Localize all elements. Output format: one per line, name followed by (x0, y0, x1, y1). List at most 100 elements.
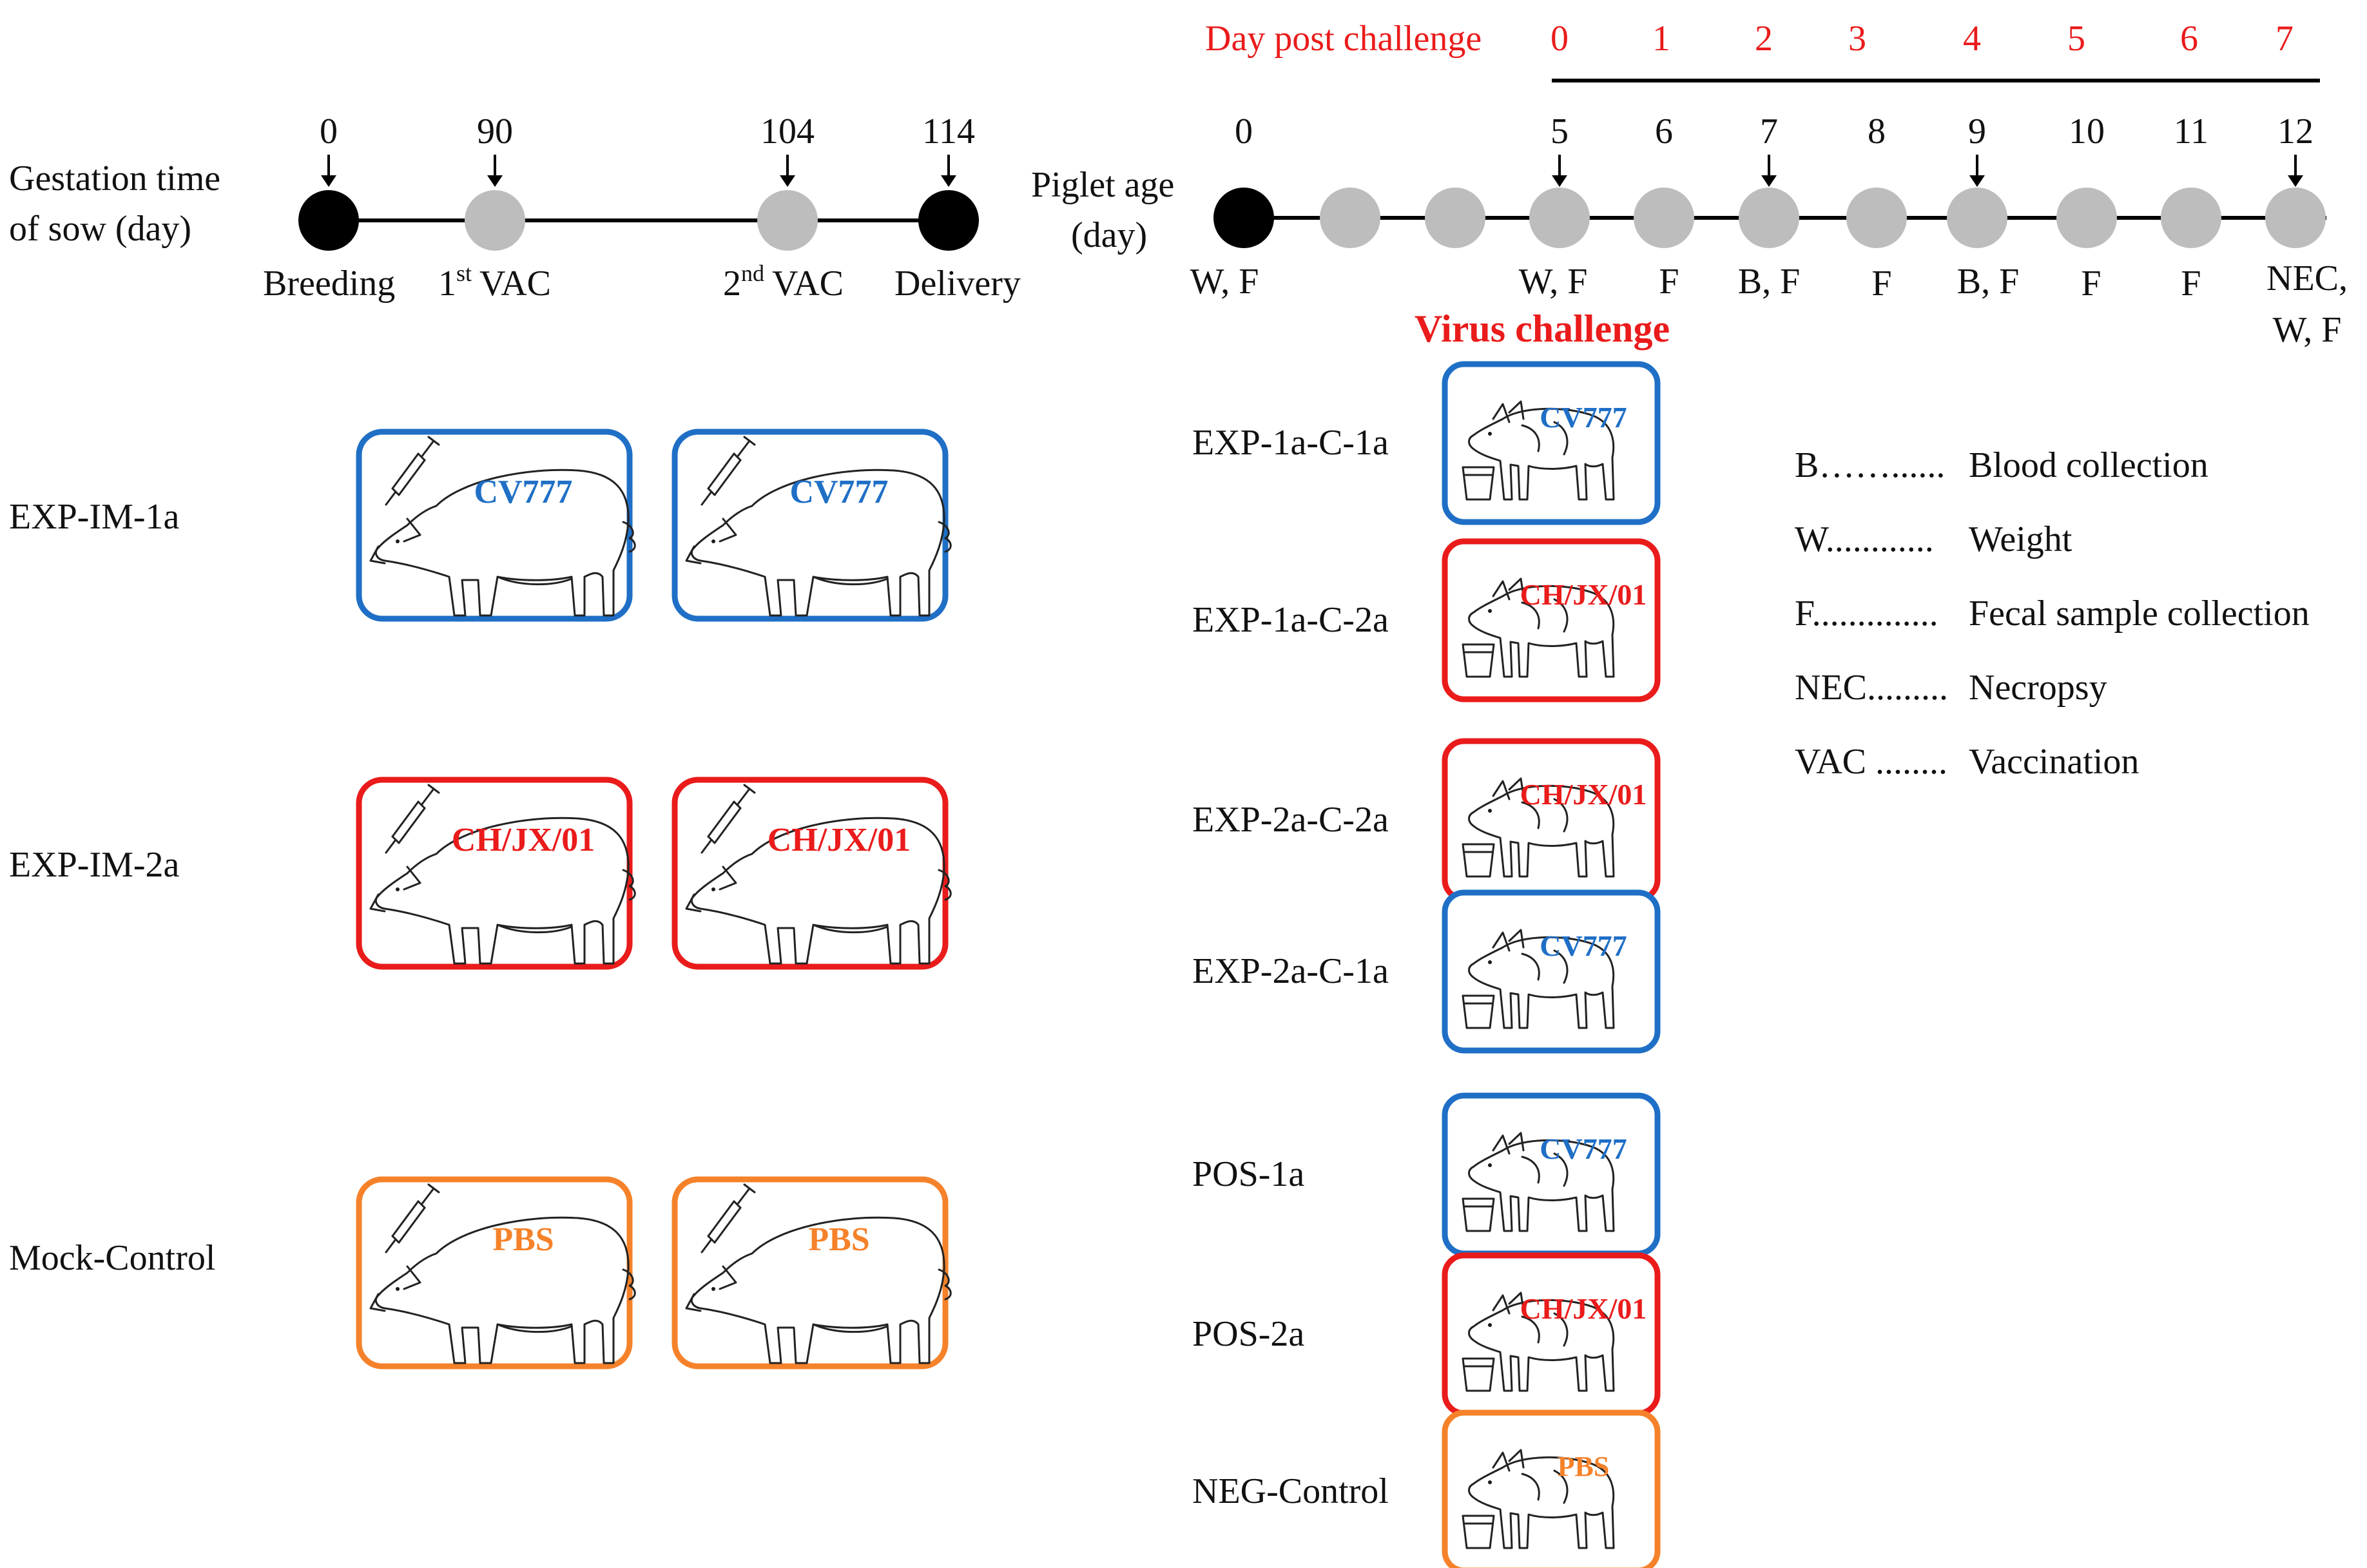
piglet-timeline-label-line1: Piglet age (1031, 165, 1174, 205)
sow-group-card: PBS (671, 1176, 952, 1370)
piglet-sample-label: F (1871, 264, 1891, 304)
piglet-group-card: CH/JX/01 (1442, 738, 1661, 902)
piglet-card-frame (1442, 361, 1661, 525)
piglet-virus-label: PBS (1558, 1451, 1610, 1482)
piglet-virus-label: CH/JX/01 (1520, 1292, 1647, 1325)
dpc-value: 4 (1963, 19, 1981, 59)
piglet-group-name: EXP-2a-C-1a (1192, 951, 1389, 991)
sow-group-card: CV777 (671, 429, 952, 622)
piglet-tick-label: 12 (2277, 111, 2314, 151)
piglet-timeline-node (1320, 188, 1380, 248)
piglet-virus-label: CV777 (1540, 1132, 1627, 1165)
piglet-sample-label: B, F (1957, 262, 2020, 302)
piglet-timeline-node (1634, 188, 1694, 248)
piglet-group-name: EXP-2a-C-2a (1192, 800, 1389, 840)
sow-timeline-node (465, 190, 525, 251)
piglet-group-card: PBS (1442, 1409, 1661, 1568)
sow-tick-arrow (487, 155, 503, 187)
piglet-group-card: CV777 (1442, 889, 1661, 1054)
legend-dots: .............. (1812, 594, 1938, 634)
piglet-sample-label: B, F (1738, 262, 1801, 302)
sow-event-breeding: Breeding (263, 264, 395, 304)
piglet-timeline-node (2056, 188, 2117, 248)
sow-tick-arrow (941, 155, 956, 187)
piglet-tick-arrow (2288, 155, 2303, 187)
sow-group-name: Mock-Control (9, 1238, 215, 1278)
piglet-virus-label: CH/JX/01 (1520, 778, 1647, 811)
piglet-group-name: EXP-1a-C-1a (1192, 423, 1389, 463)
piglet-group-name: EXP-1a-C-2a (1192, 600, 1389, 640)
sow-group-card: CV777 (356, 429, 636, 622)
piglet-group-card: CH/JX/01 (1442, 1252, 1661, 1417)
sow-tick-label: 90 (477, 111, 513, 151)
sow-timeline-label-line1: Gestation time (9, 159, 220, 198)
sow-tick-label: 0 (320, 111, 338, 151)
sow-virus-label: PBS (492, 1221, 554, 1258)
piglet-tick-label: 7 (1760, 111, 1778, 151)
piglet-tick-label: 11 (2174, 111, 2208, 151)
piglet-sample-label: F (2081, 264, 2101, 304)
sow-virus-label: CH/JX/01 (452, 822, 595, 858)
piglet-tick-label: 5 (1551, 111, 1569, 151)
virus-challenge-label: Virus challenge (1415, 307, 1670, 350)
sow-virus-label: CV777 (474, 474, 572, 510)
piglet-tick-label: 0 (1235, 111, 1253, 151)
sow-group-card: CH/JX/01 (356, 777, 636, 970)
legend-dots: ............ (1826, 519, 1934, 559)
sow-timeline-label-line2: of sow (day) (9, 209, 191, 249)
sow-tick-arrow (780, 155, 795, 187)
sow-group-card: PBS (356, 1176, 636, 1370)
dpc-value: 6 (2180, 19, 2198, 59)
piglet-group-card: CV777 (1442, 361, 1661, 525)
sow-virus-label: PBS (808, 1221, 869, 1258)
piglet-tick-arrow (1552, 155, 1567, 187)
legend-description: Fecal sample collection (1969, 594, 2310, 634)
dpc-value: 1 (1652, 19, 1670, 59)
dpc-value: 0 (1551, 19, 1569, 59)
piglet-card-frame (1442, 738, 1661, 902)
sow-timeline-node (757, 190, 818, 251)
legend-description: Necropsy (1969, 668, 2107, 708)
legend-description: Weight (1969, 519, 2072, 559)
sow-virus-label: CH/JX/01 (768, 822, 911, 858)
sow-tick-label: 104 (760, 111, 815, 151)
piglet-group-name: POS-2a (1192, 1314, 1304, 1354)
sow-group-name: EXP-IM-2a (9, 845, 180, 885)
legend-dots: ......... (1867, 668, 1948, 708)
piglet-card-frame (1442, 889, 1661, 1054)
piglet-timeline-node (1529, 188, 1590, 248)
piglet-card-frame (1442, 1409, 1661, 1568)
piglet-timeline-node (2265, 188, 2326, 248)
piglet-sample-label: F (1659, 262, 1679, 302)
piglet-card-frame (1442, 1092, 1661, 1257)
piglet-sample-label: W, F (1519, 262, 1588, 302)
legend-key: F (1795, 594, 1814, 634)
piglet-card-frame (1442, 538, 1661, 702)
legend-description: Vaccination (1969, 742, 2139, 782)
piglet-timeline-nodes (1213, 188, 2326, 248)
legend-dots: ........ (1866, 742, 1947, 782)
piglet-timeline-node (1739, 188, 1799, 248)
piglet-timeline-node (1846, 188, 1907, 248)
sow-tick-arrow (321, 155, 336, 187)
legend-dots: ……...... (1819, 445, 1945, 485)
piglet-timeline-node (2161, 188, 2221, 248)
sow-group-card: CH/JX/01 (671, 777, 952, 970)
legend-item: NEC.........Necropsy (1795, 668, 2107, 708)
legend-item: W............ Weight (1795, 519, 2072, 559)
legend-key: W (1795, 519, 1829, 559)
piglet-tick-label: 10 (2069, 111, 2105, 151)
piglet-timeline-node (1213, 188, 1274, 248)
dpc-value: 5 (2067, 19, 2085, 59)
piglet-group-card: CV777 (1442, 1092, 1661, 1257)
piglet-group-name: NEG-Control (1192, 1471, 1389, 1511)
piglet-tick-label: 9 (1968, 111, 1986, 151)
piglet-sample-label: F (2181, 264, 2201, 304)
sow-tick-label: 114 (922, 111, 975, 151)
piglet-sample-label: W, F (2273, 310, 2342, 350)
sow-timeline-ticks: 0 90 104 114 (298, 111, 979, 251)
